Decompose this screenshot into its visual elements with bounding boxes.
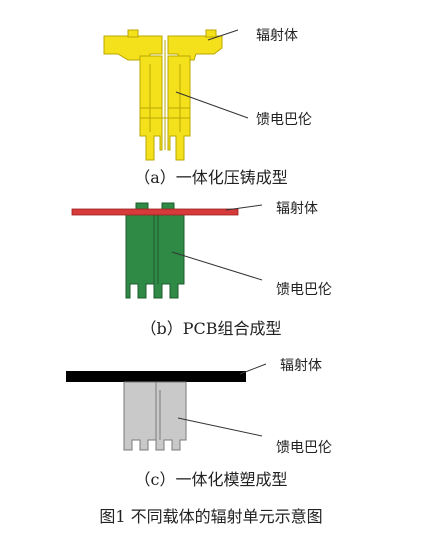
figure-caption: 图1 不同载体的辐射单元示意图 [99, 507, 322, 526]
panel-c-balun-label: 馈电巴伦 [276, 440, 332, 456]
panel-b-balun-leader [171, 251, 263, 281]
panel-c-balun-leader [177, 417, 263, 437]
panel-a-radiator-label: 辐射体 [256, 28, 298, 44]
panel-b-balun-body [125, 213, 185, 299]
panel-b-radiator-leader [225, 204, 263, 211]
panel-a-right-tab [205, 29, 217, 38]
panel-a-die-cast-element [103, 29, 223, 161]
panel-c-radiator-plate [66, 371, 246, 382]
panel-a: 辐射体 馈电巴伦 （a）一体化压铸成型 [103, 28, 312, 187]
panel-a-balun-leader [175, 91, 249, 119]
panel-c-caption: （c）一体化模塑成型 [135, 470, 288, 489]
panel-b-balun-boards [125, 202, 185, 299]
panel-b-balun-label: 馈电巴伦 [276, 282, 332, 298]
panel-b-caption: （b）PCB组合成型 [140, 319, 281, 338]
panel-c: 辐射体 馈电巴伦 （c）一体化模塑成型 [66, 358, 332, 489]
panel-b-pcb-radiator [71, 208, 239, 216]
panel-a-left-tab [127, 29, 139, 38]
panel-c-balun-shape [123, 381, 187, 451]
panel-b-radiator-label: 辐射体 [276, 201, 318, 217]
panel-a-caption: （a）一体化压铸成型 [134, 168, 288, 187]
panel-c-radiator-leader [239, 363, 267, 375]
panel-a-radiator-leader [207, 29, 239, 41]
panel-c-radiator-label: 辐射体 [280, 358, 322, 374]
panel-a-balun-label: 馈电巴伦 [256, 112, 312, 128]
panel-c-balun-body [123, 381, 187, 451]
panel-a-right-radiator-arm [167, 35, 223, 61]
panel-b: 辐射体 馈电巴伦 （b）PCB组合成型 [71, 201, 332, 338]
